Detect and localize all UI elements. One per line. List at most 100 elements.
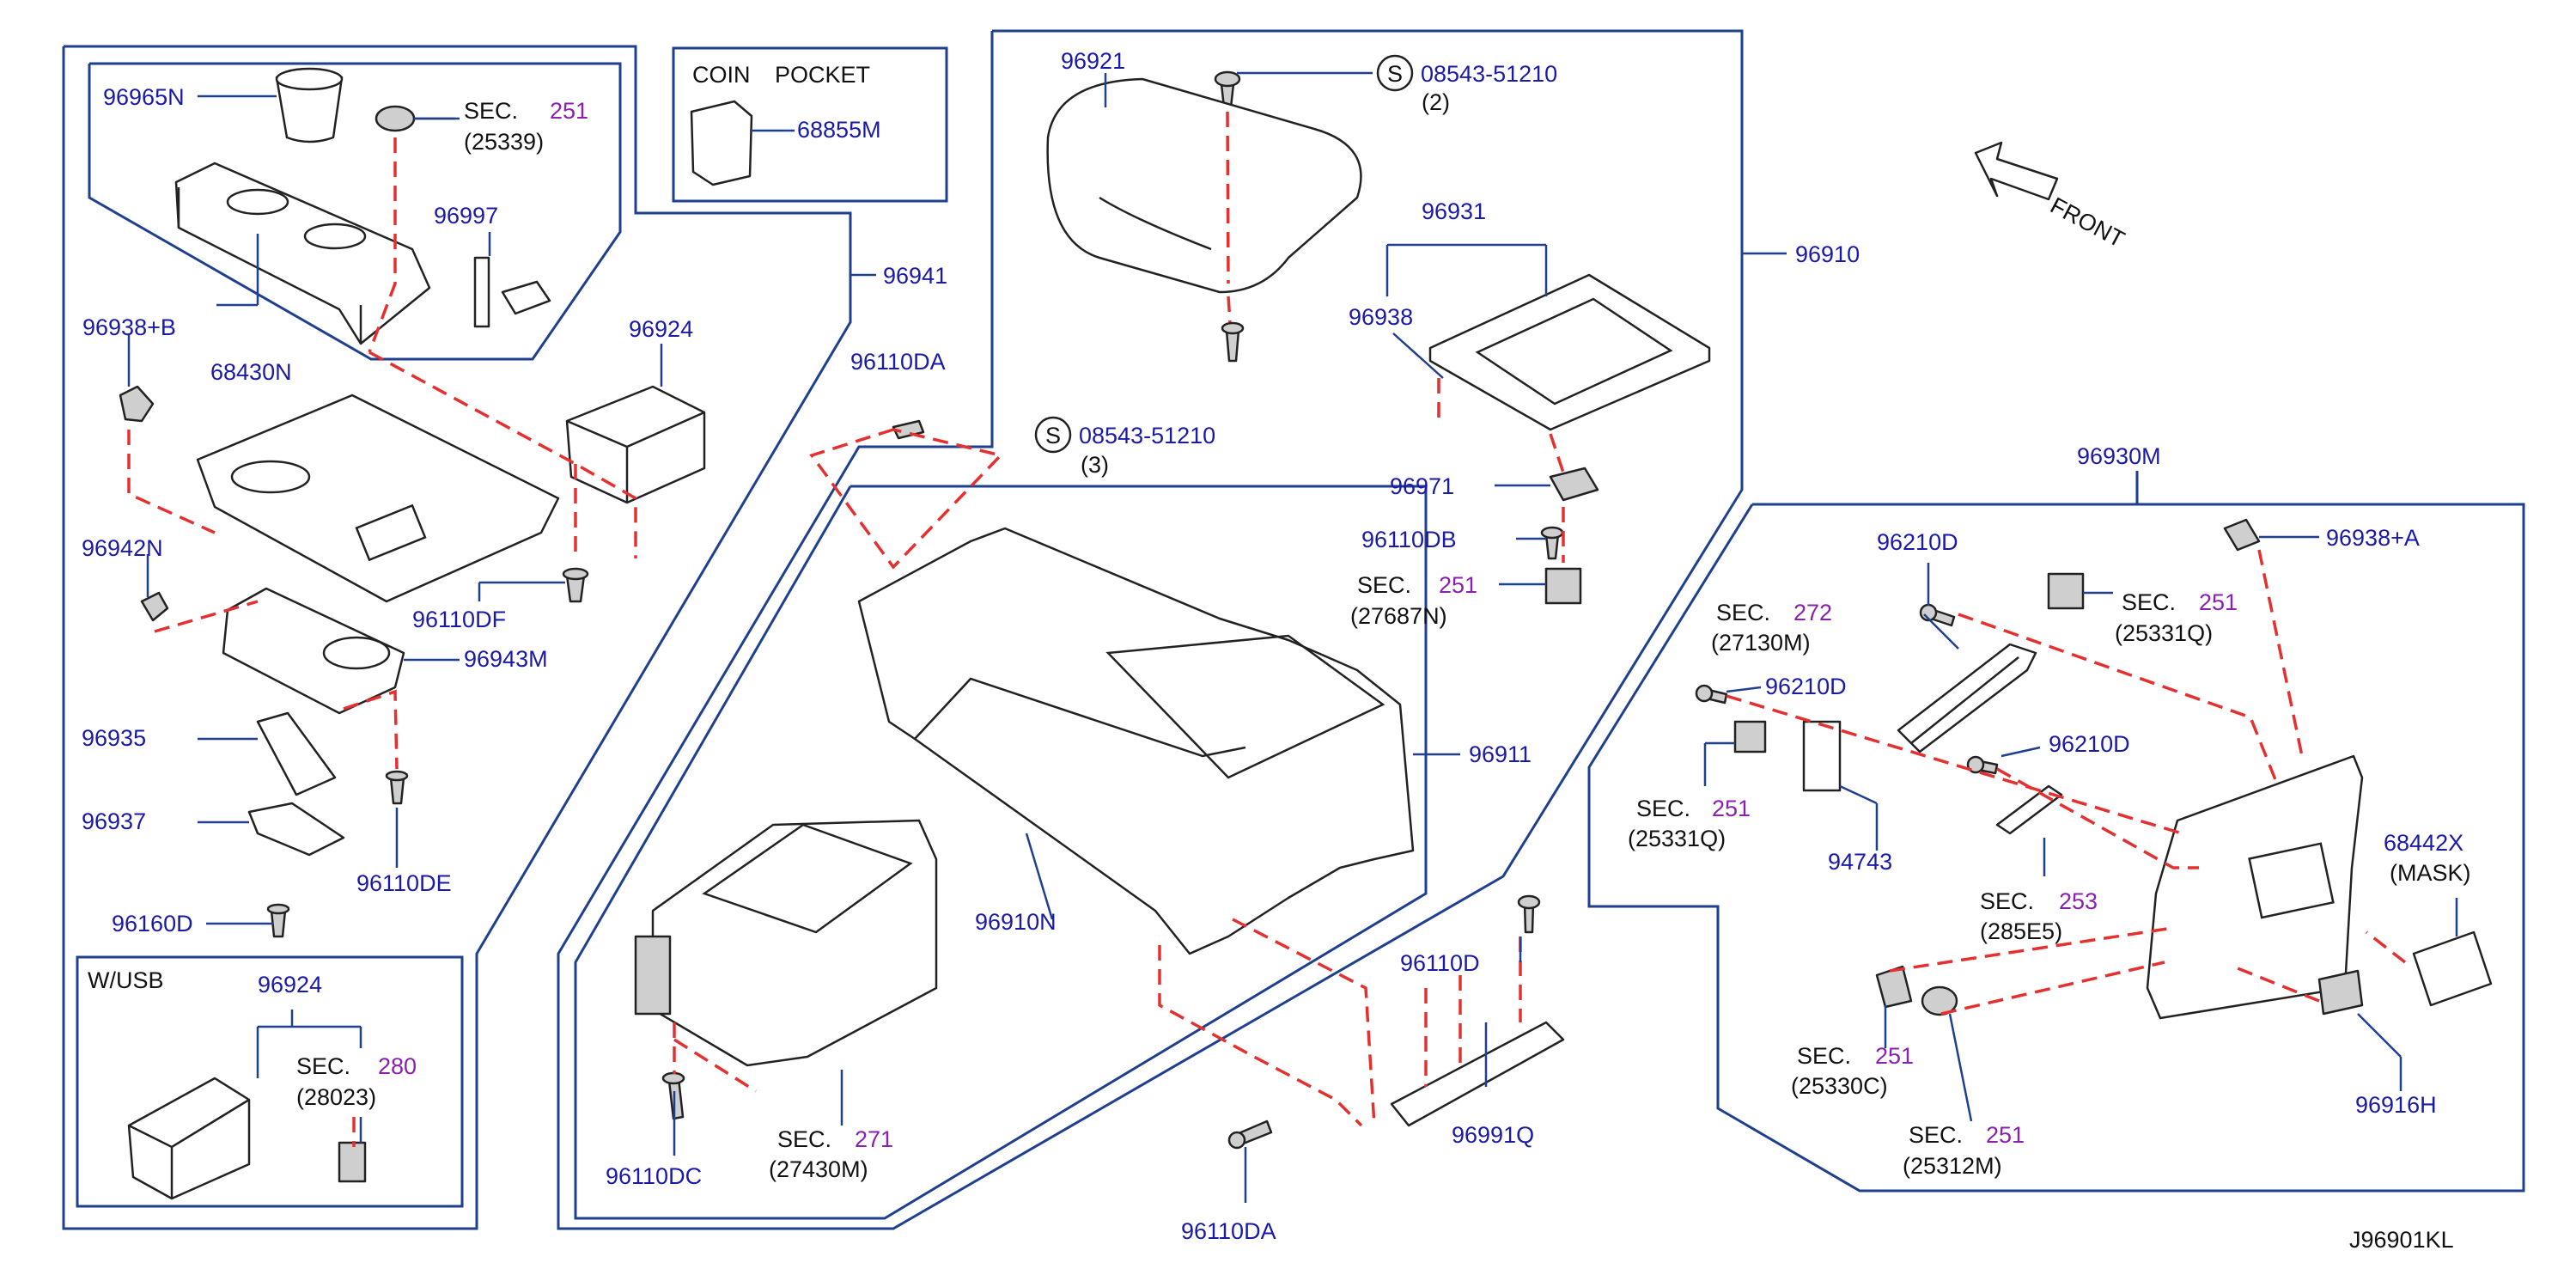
coin-pocket-title-a: COIN — [692, 62, 751, 88]
sec-sub: (27130M) — [1711, 630, 1811, 656]
callout-68430N: 68430N — [210, 359, 292, 385]
callout-96942N: 96942N — [82, 535, 163, 561]
callout-96938A: 96938+A — [2326, 525, 2420, 551]
clip-part — [119, 385, 155, 423]
sec-number: 251 — [1439, 572, 1477, 598]
qty-3: (3) — [1081, 452, 1109, 478]
bracket-285E5 — [1995, 784, 2063, 835]
sec-label: SEC. — [1797, 1043, 1851, 1069]
front-label: FRONT — [2046, 192, 2128, 253]
frame-wusb — [76, 955, 464, 1208]
dashed-links — [127, 111, 2407, 1147]
callout-96110DA-bottom: 96110DA — [1181, 1218, 1276, 1244]
sec-number: 251 — [1986, 1122, 2025, 1148]
s-marker-top: S — [1376, 54, 1414, 92]
frame-cluster-assembly — [1587, 471, 2525, 1193]
front-arrow-icon — [1974, 141, 2059, 201]
connector-96997 — [473, 256, 551, 328]
callout-96924-usb: 96924 — [258, 972, 322, 997]
sec-sub: (28023) — [296, 1084, 376, 1110]
module-94743 — [1802, 720, 1842, 792]
svg-text:S: S — [1387, 61, 1403, 87]
bracket-96991Q — [1390, 1021, 1565, 1127]
callout-96941: 96941 — [883, 263, 947, 289]
callout-96110DE: 96110DE — [356, 870, 452, 896]
leader-lines — [127, 71, 2458, 1203]
switch-27687N — [1544, 567, 1582, 605]
callout-68442X: 68442X — [2384, 830, 2463, 856]
callout-08543-qty2: 08543-51210 — [1421, 61, 1557, 87]
callout-68442X-sub: (MASK) — [2390, 860, 2471, 886]
sec-sub: (25331Q) — [2115, 620, 2213, 646]
sec-number: 251 — [1712, 796, 1751, 821]
sec-sub: (25331Q) — [1628, 826, 1726, 851]
callout-96110DA-top: 96110DA — [850, 349, 946, 375]
sec-number: 251 — [550, 98, 588, 124]
sec-sub: (27687N) — [1350, 603, 1447, 629]
sec-number: 251 — [1875, 1043, 1914, 1069]
switch-27130M — [1897, 643, 2037, 753]
diagram-code: J96901KL — [2349, 1227, 2454, 1253]
sec-sub: (27430M) — [769, 1156, 868, 1182]
callout-96971: 96971 — [1390, 473, 1454, 499]
svg-text:S: S — [1045, 423, 1061, 448]
callout-96160D: 96160D — [112, 911, 193, 936]
switch-25331Q-left — [1733, 720, 1767, 753]
callout-96110DC: 96110DC — [606, 1163, 702, 1189]
sec-number: 272 — [1793, 600, 1832, 625]
frame-console-assembly — [557, 29, 1744, 1230]
coin-pocket-part — [690, 100, 753, 186]
callout-96943M: 96943M — [464, 646, 548, 672]
frame-left-assembly — [62, 45, 852, 1230]
lid-frame-96931 — [1428, 273, 1711, 431]
sec-sub: (285E5) — [1980, 918, 2062, 944]
callout-96210D: 96210D — [1765, 674, 1847, 699]
sec-sub: (25339) — [464, 129, 544, 155]
armrest-lid — [1046, 77, 1362, 294]
holder-96943M — [222, 587, 405, 715]
coin-pocket-title-b: POCKET — [775, 62, 870, 88]
sec-sub: (25330C) — [1791, 1073, 1888, 1099]
sec-label: SEC. — [1716, 600, 1770, 625]
callout-96931: 96931 — [1422, 198, 1486, 224]
frame-coin-pocket — [672, 46, 948, 203]
callout-96937: 96937 — [82, 808, 146, 834]
sec-sub: (25312M) — [1903, 1153, 2002, 1179]
callout-96210D: 96210D — [2049, 731, 2130, 757]
callout-96924: 96924 — [629, 316, 693, 342]
callout-96110DF: 96110DF — [412, 607, 506, 632]
callout-96938: 96938 — [1349, 304, 1413, 330]
callout-68855M: 68855M — [797, 117, 881, 143]
sec-label: SEC. — [777, 1126, 831, 1152]
lower-compartment — [634, 819, 938, 1067]
mask-68442X — [2412, 930, 2493, 1007]
usb-box — [127, 1077, 251, 1200]
switch-25331Q-top — [2047, 572, 2085, 610]
console-body — [857, 527, 1415, 955]
callout-96916H: 96916H — [2355, 1092, 2437, 1118]
qty-2: (2) — [1422, 89, 1450, 115]
s-marker-mid: S — [1034, 416, 1072, 454]
aux-box-96924 — [565, 385, 706, 504]
callout-96910N: 96910N — [975, 909, 1057, 935]
callout-96110DB: 96110DB — [1361, 527, 1457, 552]
cover-96916H — [2317, 969, 2364, 1016]
sec-label: SEC. — [1357, 572, 1411, 598]
socket-25312M — [1921, 985, 1958, 1016]
sec-label: SEC. — [1636, 796, 1690, 821]
console-finisher — [196, 393, 560, 603]
callout-94743: 94743 — [1828, 849, 1892, 875]
callout-96965N: 96965N — [103, 84, 185, 110]
sec-label: SEC. — [296, 1053, 350, 1079]
sec-number: 251 — [2199, 589, 2238, 615]
sec-label: SEC. — [1980, 888, 2034, 914]
sec-number: 271 — [855, 1126, 893, 1152]
cup-holder-insert — [275, 67, 344, 143]
callout-96930M: 96930M — [2077, 443, 2161, 469]
callout-96210D: 96210D — [1877, 529, 1958, 555]
callout-labels: 96965N SEC. 251 (25339) 96997 96938+B 68… — [82, 48, 2471, 1253]
callout-08543-qty3: 08543-51210 — [1079, 423, 1215, 448]
clip-96938A — [2223, 518, 2261, 552]
sec-label: SEC. — [1909, 1122, 1963, 1148]
